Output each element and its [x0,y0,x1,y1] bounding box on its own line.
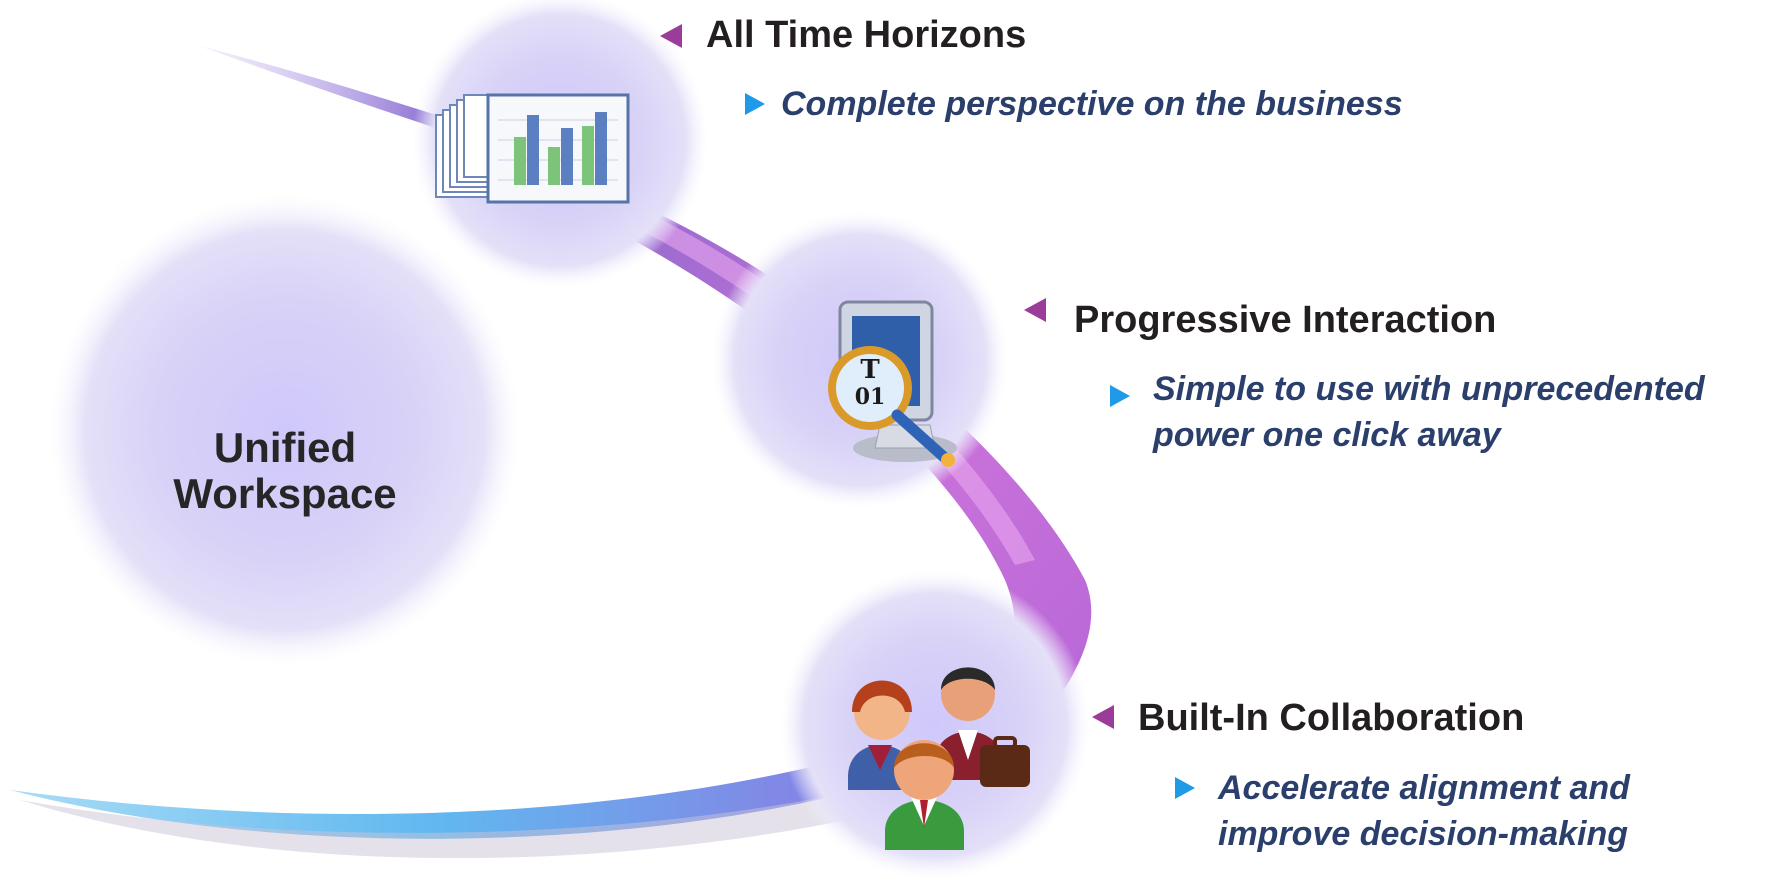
feature-title-built-in-collaboration: Built-In Collaboration [1138,697,1525,739]
blue-swoosh [10,760,860,839]
svg-text:T: T [860,355,880,385]
feature-subtitle-collaboration-line2: improve decision-making [1218,815,1628,853]
blue-swoosh-shadow [20,790,870,859]
center-label-line2: Workspace [173,470,397,517]
center-orb [50,195,520,665]
subtitle-bullet-2 [1110,385,1130,407]
center-label: Unified Workspace [115,425,455,517]
svg-text:01: 01 [855,384,886,410]
center-label-line1: Unified [213,424,357,471]
heading-bullet-3 [1092,705,1114,729]
subtitle-bullet-3 [1175,777,1195,799]
bar-chart-stack-icon [435,93,630,204]
feature-subtitle-progressive-interaction-line2: power one click away [1153,416,1501,454]
orb-collaboration [780,570,1090,880]
feature-subtitle-collaboration-line1: Accelerate alignment and [1218,769,1630,807]
heading-bullet-1 [660,24,682,48]
feature-subtitle-progressive-interaction-line1: Simple to use with unprecedented [1153,370,1705,408]
magnifier-monitor-icon: T 01 [828,300,957,467]
feature-subtitle-time-horizons: Complete perspective on the business [781,85,1403,123]
feature-title-time-horizons: All Time Horizons [706,14,1027,56]
heading-bullet-2 [1024,298,1046,322]
people-group-icon [848,667,1030,850]
tail-swoosh [200,46,470,136]
subtitle-bullet-1 [745,93,765,115]
feature-title-progressive-interaction: Progressive Interaction [1074,299,1497,341]
